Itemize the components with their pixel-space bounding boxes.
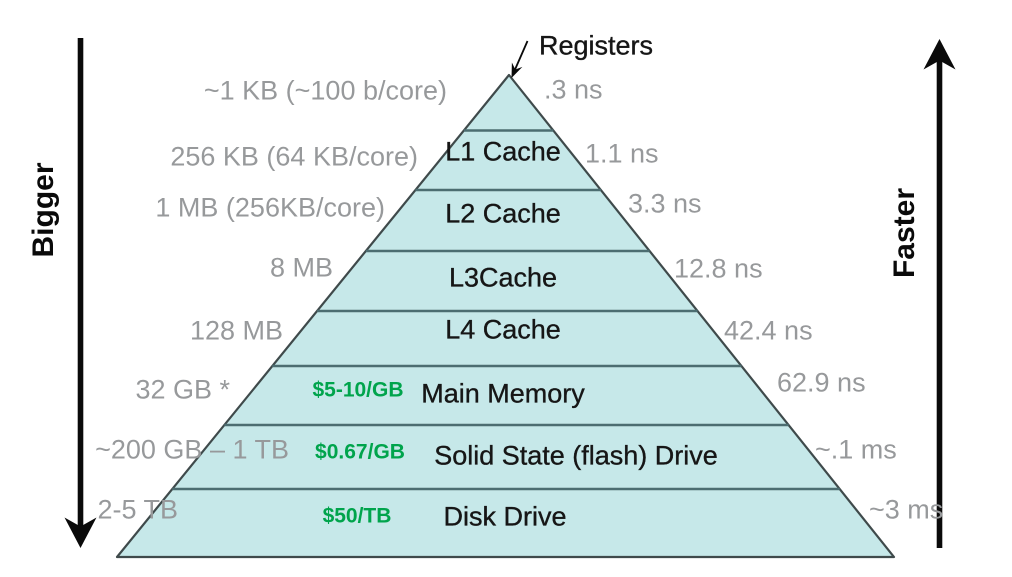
- latency-label-disk: ~3 ms: [869, 494, 944, 525]
- bigger-arrow-shaft: [77, 38, 84, 528]
- size-label-l3: 8 MB: [269, 252, 333, 283]
- level-dividers: [172, 129, 840, 491]
- pyramid-shape: [115, 73, 896, 559]
- registers-pointer-head: [511, 62, 523, 78]
- size-label-l4: 128 MB: [189, 315, 283, 346]
- latency-label-l4: 42.4 ns: [724, 315, 813, 346]
- axis-label-faster: Faster: [888, 187, 921, 279]
- price-label-mainmemory: $5-10/GB: [312, 378, 404, 402]
- level-label-l3: L3Cache: [448, 262, 558, 293]
- faster-arrowhead: [923, 39, 956, 70]
- size-label-registers: ~1 KB (~100 b/core): [203, 75, 447, 106]
- bigger-arrow: [64, 38, 97, 548]
- registers-pointer-line: [512, 40, 529, 74]
- size-label-l1: 256 KB (64 KB/core): [170, 141, 418, 172]
- apex-label-registers: Registers: [539, 30, 654, 61]
- level-label-l4: L4 Cache: [445, 314, 561, 345]
- price-label-ssd: $0.67/GB: [315, 440, 405, 464]
- size-label-ssd: ~200 GB – 1 TB: [95, 434, 289, 465]
- latency-label-registers: .3 ns: [544, 74, 603, 105]
- latency-label-l1: 1.1 ns: [585, 138, 659, 169]
- bigger-arrowhead: [64, 517, 97, 548]
- level-label-mainmemory: Main Memory: [421, 378, 585, 409]
- size-label-disk: 2-5 TB: [97, 494, 178, 525]
- level-label-l2: L2 Cache: [445, 198, 561, 229]
- size-label-mainmemory: 32 GB *: [135, 374, 230, 405]
- level-label-disk: Disk Drive: [443, 501, 567, 532]
- latency-label-ssd: ~.1 ms: [815, 434, 897, 465]
- axis-label-bigger: Bigger: [27, 162, 60, 258]
- latency-label-l2: 3.3 ns: [628, 188, 702, 219]
- faster-arrow-shaft: [936, 59, 943, 548]
- faster-arrow: [923, 39, 956, 548]
- latency-label-mainmemory: 62.9 ns: [777, 367, 866, 398]
- price-label-disk: $50/TB: [322, 504, 392, 528]
- latency-label-l3: 12.8 ns: [674, 253, 763, 284]
- level-label-l1: L1 Cache: [445, 136, 561, 167]
- registers-pointer-arrow: [511, 40, 529, 78]
- level-label-ssd: Solid State (flash) Drive: [434, 440, 718, 471]
- size-label-l2: 1 MB (256KB/core): [155, 192, 385, 223]
